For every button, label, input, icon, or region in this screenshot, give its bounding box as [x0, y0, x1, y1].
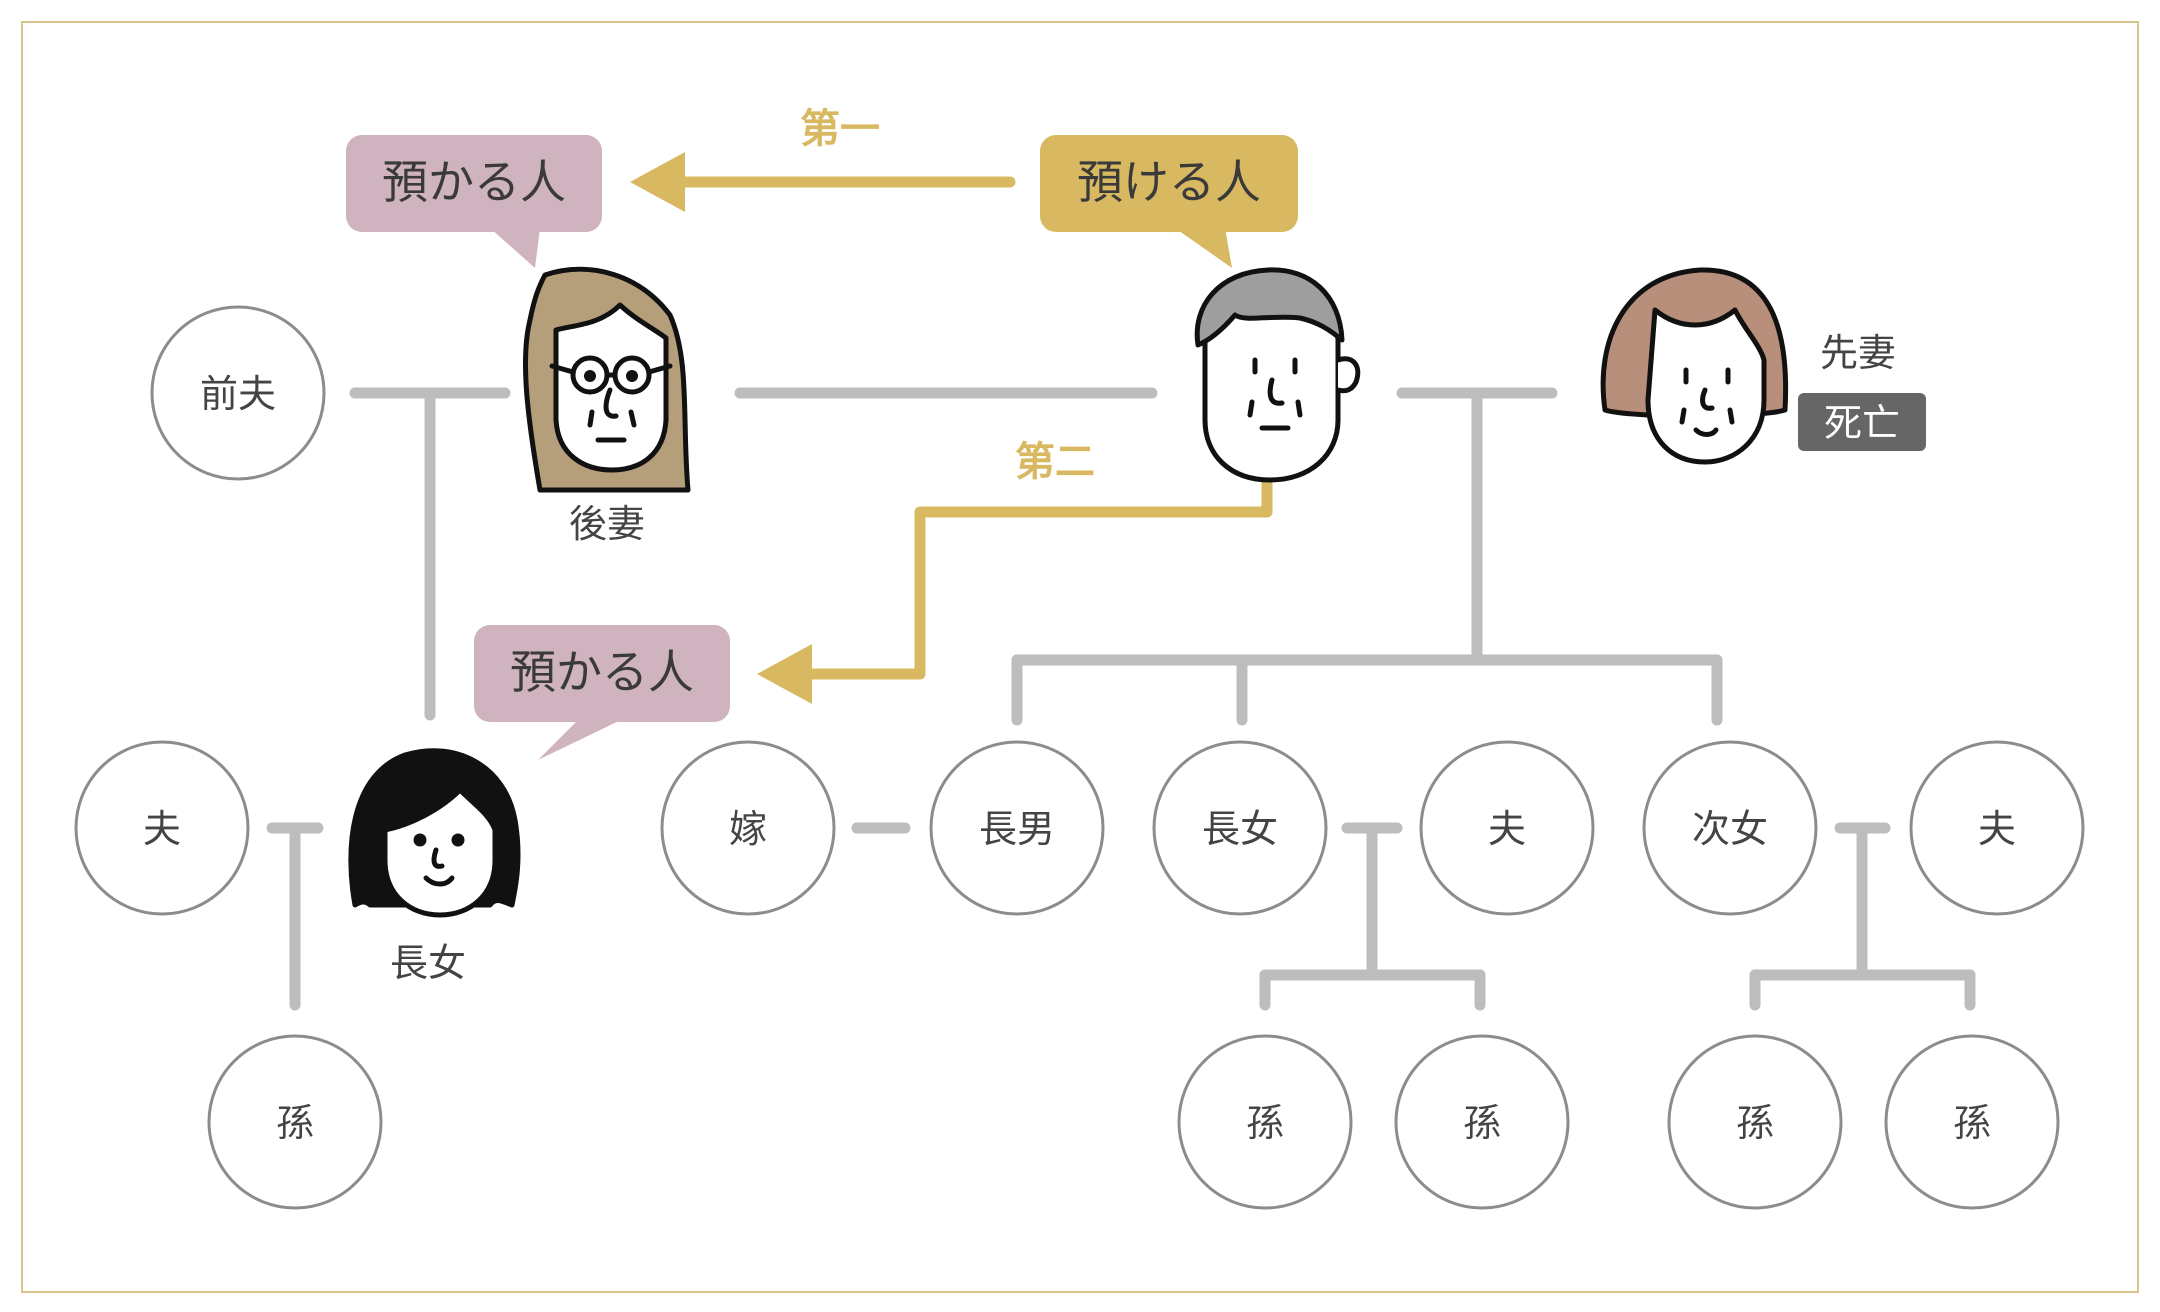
circle-second-daughter: 次女 [1642, 740, 1818, 916]
circle-ex-husband-text: 前夫 [200, 372, 276, 416]
first-wife-icon [1600, 267, 1789, 465]
deceased-badge: 死亡 [1798, 393, 1926, 451]
bubble-giver: 預ける人 [1040, 135, 1298, 268]
arrow-first [630, 152, 1016, 212]
circle-grandchild-4-text: 孫 [1953, 1101, 1991, 1145]
circle-grandchild-1-text: 孫 [1246, 1101, 1284, 1145]
eldest-daughter-label: 長女 [390, 941, 466, 985]
second-wife-icon [523, 266, 691, 493]
circle-daughter-in-law: 嫁 [660, 740, 836, 916]
circle-grandchild-3-text: 孫 [1736, 1101, 1774, 1145]
arrow-second [757, 472, 1273, 704]
circle-eldest-daughter-husband: 夫 [1419, 740, 1595, 916]
bubble-receiver-bottom: 預かる人 [474, 625, 730, 760]
circle-grandchild-1: 孫 [1177, 1034, 1353, 1210]
circle-grandchild-4: 孫 [1884, 1034, 2060, 1210]
circle-left-grandchild: 孫 [207, 1034, 383, 1210]
arrow-second-head [757, 644, 812, 704]
arrow-second-label: 第二 [1015, 439, 1095, 485]
arrow-first-head [630, 152, 685, 212]
circle-second-daughter-husband: 夫 [1909, 740, 2085, 916]
deceased-badge-text: 死亡 [1824, 401, 1900, 445]
circle-grandchild-2-text: 孫 [1463, 1101, 1501, 1145]
circle-second-daughter-husband-text: 夫 [1978, 807, 2016, 851]
second-wife-label: 後妻 [569, 502, 645, 546]
circle-grandchild-3: 孫 [1667, 1034, 1843, 1210]
circle-eldest-son-text: 長男 [979, 807, 1055, 851]
circle-left-grandchild-text: 孫 [276, 1101, 314, 1145]
circle-left-husband-text: 夫 [143, 807, 181, 851]
bubble-receiver-top: 預かる人 [346, 135, 602, 268]
husband-icon [1194, 267, 1361, 483]
circle-grandchild-2: 孫 [1394, 1034, 1570, 1210]
circle-left-husband: 夫 [74, 740, 250, 916]
arrow-first-label: 第一 [800, 106, 880, 152]
circle-eldest-daughter-husband-text: 夫 [1488, 807, 1526, 851]
connector-lines [266, 387, 1976, 1011]
bubble-receiver-top-text: 預かる人 [382, 155, 566, 209]
first-wife-label: 先妻 [1820, 331, 1896, 375]
circle-ex-husband: 前夫 [150, 305, 326, 481]
bubble-giver-text: 預ける人 [1077, 155, 1261, 209]
circle-eldest-daughter: 長女 [1152, 740, 1328, 916]
bubble-receiver-bottom-text: 預かる人 [510, 645, 694, 699]
circle-second-daughter-text: 次女 [1692, 807, 1768, 851]
circle-eldest-daughter-text: 長女 [1202, 807, 1278, 851]
circle-eldest-son: 長男 [929, 740, 1105, 916]
eldest-daughter-icon [348, 748, 521, 918]
circle-daughter-in-law-text: 嫁 [729, 807, 767, 851]
